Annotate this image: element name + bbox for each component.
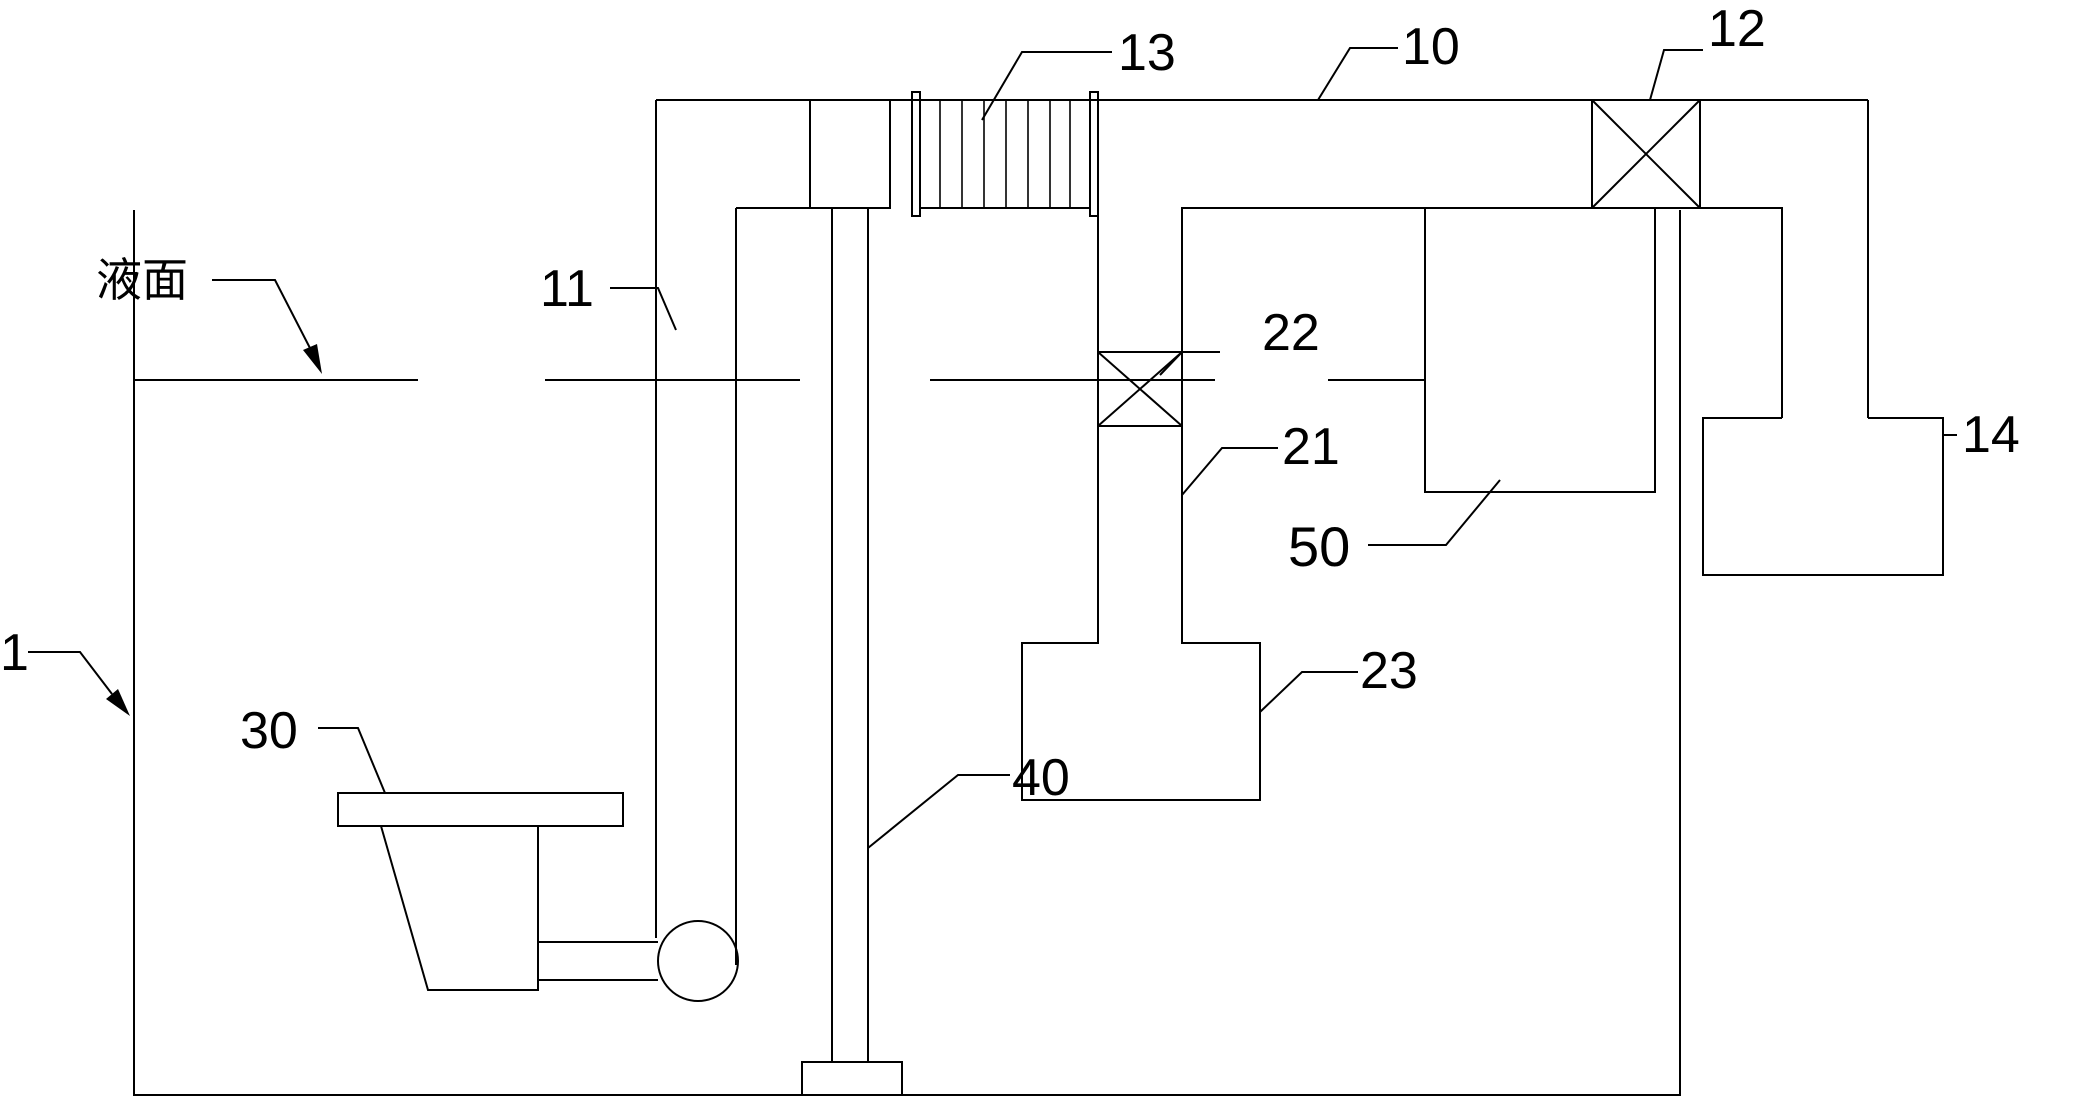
label-22: 22 <box>1262 304 1320 362</box>
label-10: 10 <box>1402 18 1460 76</box>
pump <box>657 920 739 1002</box>
leader-lines <box>28 47 1957 849</box>
label-23: 23 <box>1360 642 1418 700</box>
skimmer-30 <box>337 792 624 991</box>
box-14 <box>1702 417 1944 576</box>
pipe-11 <box>735 207 810 965</box>
label-21: 21 <box>1282 418 1340 476</box>
label-liquid-level: 液面 <box>96 253 188 307</box>
tank-body <box>133 210 1681 1096</box>
label-1: 1 <box>0 624 29 682</box>
filter-13 <box>911 91 1099 217</box>
label-14: 14 <box>1962 406 2020 464</box>
pipe-21 <box>1021 207 1783 801</box>
label-13: 13 <box>1118 24 1176 82</box>
rod-40 <box>801 208 903 1096</box>
label-50: 50 <box>1288 515 1350 578</box>
pipe-10 <box>655 99 1869 938</box>
label-12: 12 <box>1708 0 1766 58</box>
pump-connector <box>538 941 658 981</box>
labels: 液面 1 30 40 23 21 22 50 14 13 10 12 11 <box>0 0 2020 807</box>
filter-housing <box>809 99 891 209</box>
label-30: 30 <box>240 702 298 760</box>
label-40: 40 <box>1012 749 1070 807</box>
label-11: 11 <box>540 260 594 318</box>
box-50 <box>1424 207 1656 493</box>
valve-22 <box>1097 351 1183 427</box>
valve-12 <box>1591 99 1701 209</box>
